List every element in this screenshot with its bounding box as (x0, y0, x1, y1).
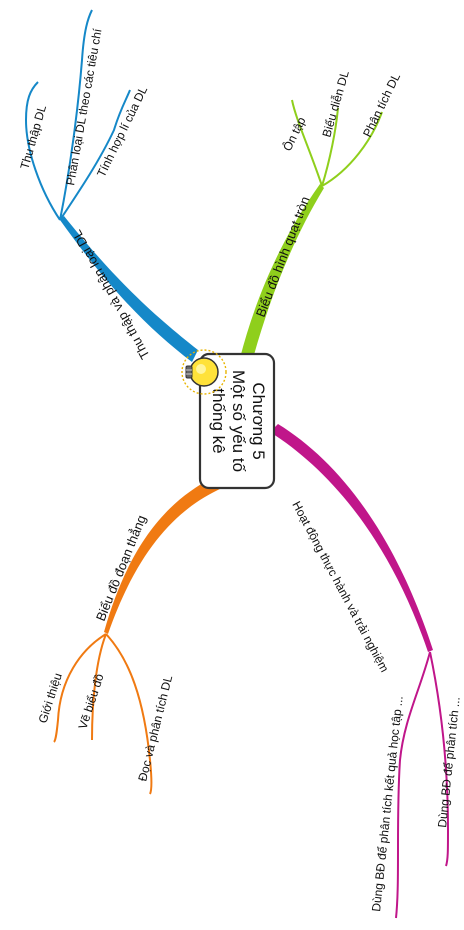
branch-green-label[interactable]: Biểu đồ hình quạt tròn (253, 194, 313, 319)
orange-child-3[interactable]: Đọc và phân tích DL (135, 674, 175, 783)
green-child-3[interactable]: Phân tích DL (360, 71, 403, 140)
green-sub-branches (291, 99, 383, 187)
branch-blue-label[interactable]: Thu thập và phân loại DL (69, 227, 153, 361)
orange-child-2[interactable]: Vẽ biểu đồ (76, 672, 107, 731)
branch-green-connector (240, 184, 324, 362)
green-child-2[interactable]: Biểu diễn DL (318, 68, 351, 138)
green-child-1[interactable]: Ôn tập (279, 114, 308, 153)
blue-child-3[interactable]: Tính hợp lí của DL (94, 84, 150, 180)
orange-sub-branches (53, 633, 153, 795)
branch-blue-connector (60, 216, 198, 362)
center-node[interactable]: Chương 5 Một số yếu tố thống kê (198, 352, 276, 490)
magenta-sub-branches (395, 651, 450, 919)
lightbulb-icon (181, 349, 227, 395)
center-title-line1: Chương 5 (249, 382, 268, 459)
magenta-child-2[interactable]: Dùng BĐ để phân tích ... (435, 696, 463, 828)
magenta-child-1[interactable]: Dùng BĐ để phân tích kết quả học tập ... (369, 695, 406, 912)
branch-magenta-label[interactable]: Hoạt động thực hành và trải nghiệm (289, 499, 391, 675)
center-title-line2: Một số yếu tố (229, 370, 248, 473)
blue-sub-branches (24, 9, 131, 221)
branch-orange-label[interactable]: Biểu đồ đoạn thẳng (93, 513, 149, 623)
blue-child-1[interactable]: Thu thập DL (17, 103, 49, 171)
branch-orange-connector (104, 478, 222, 634)
center-title-line3: thống kê (209, 388, 228, 453)
